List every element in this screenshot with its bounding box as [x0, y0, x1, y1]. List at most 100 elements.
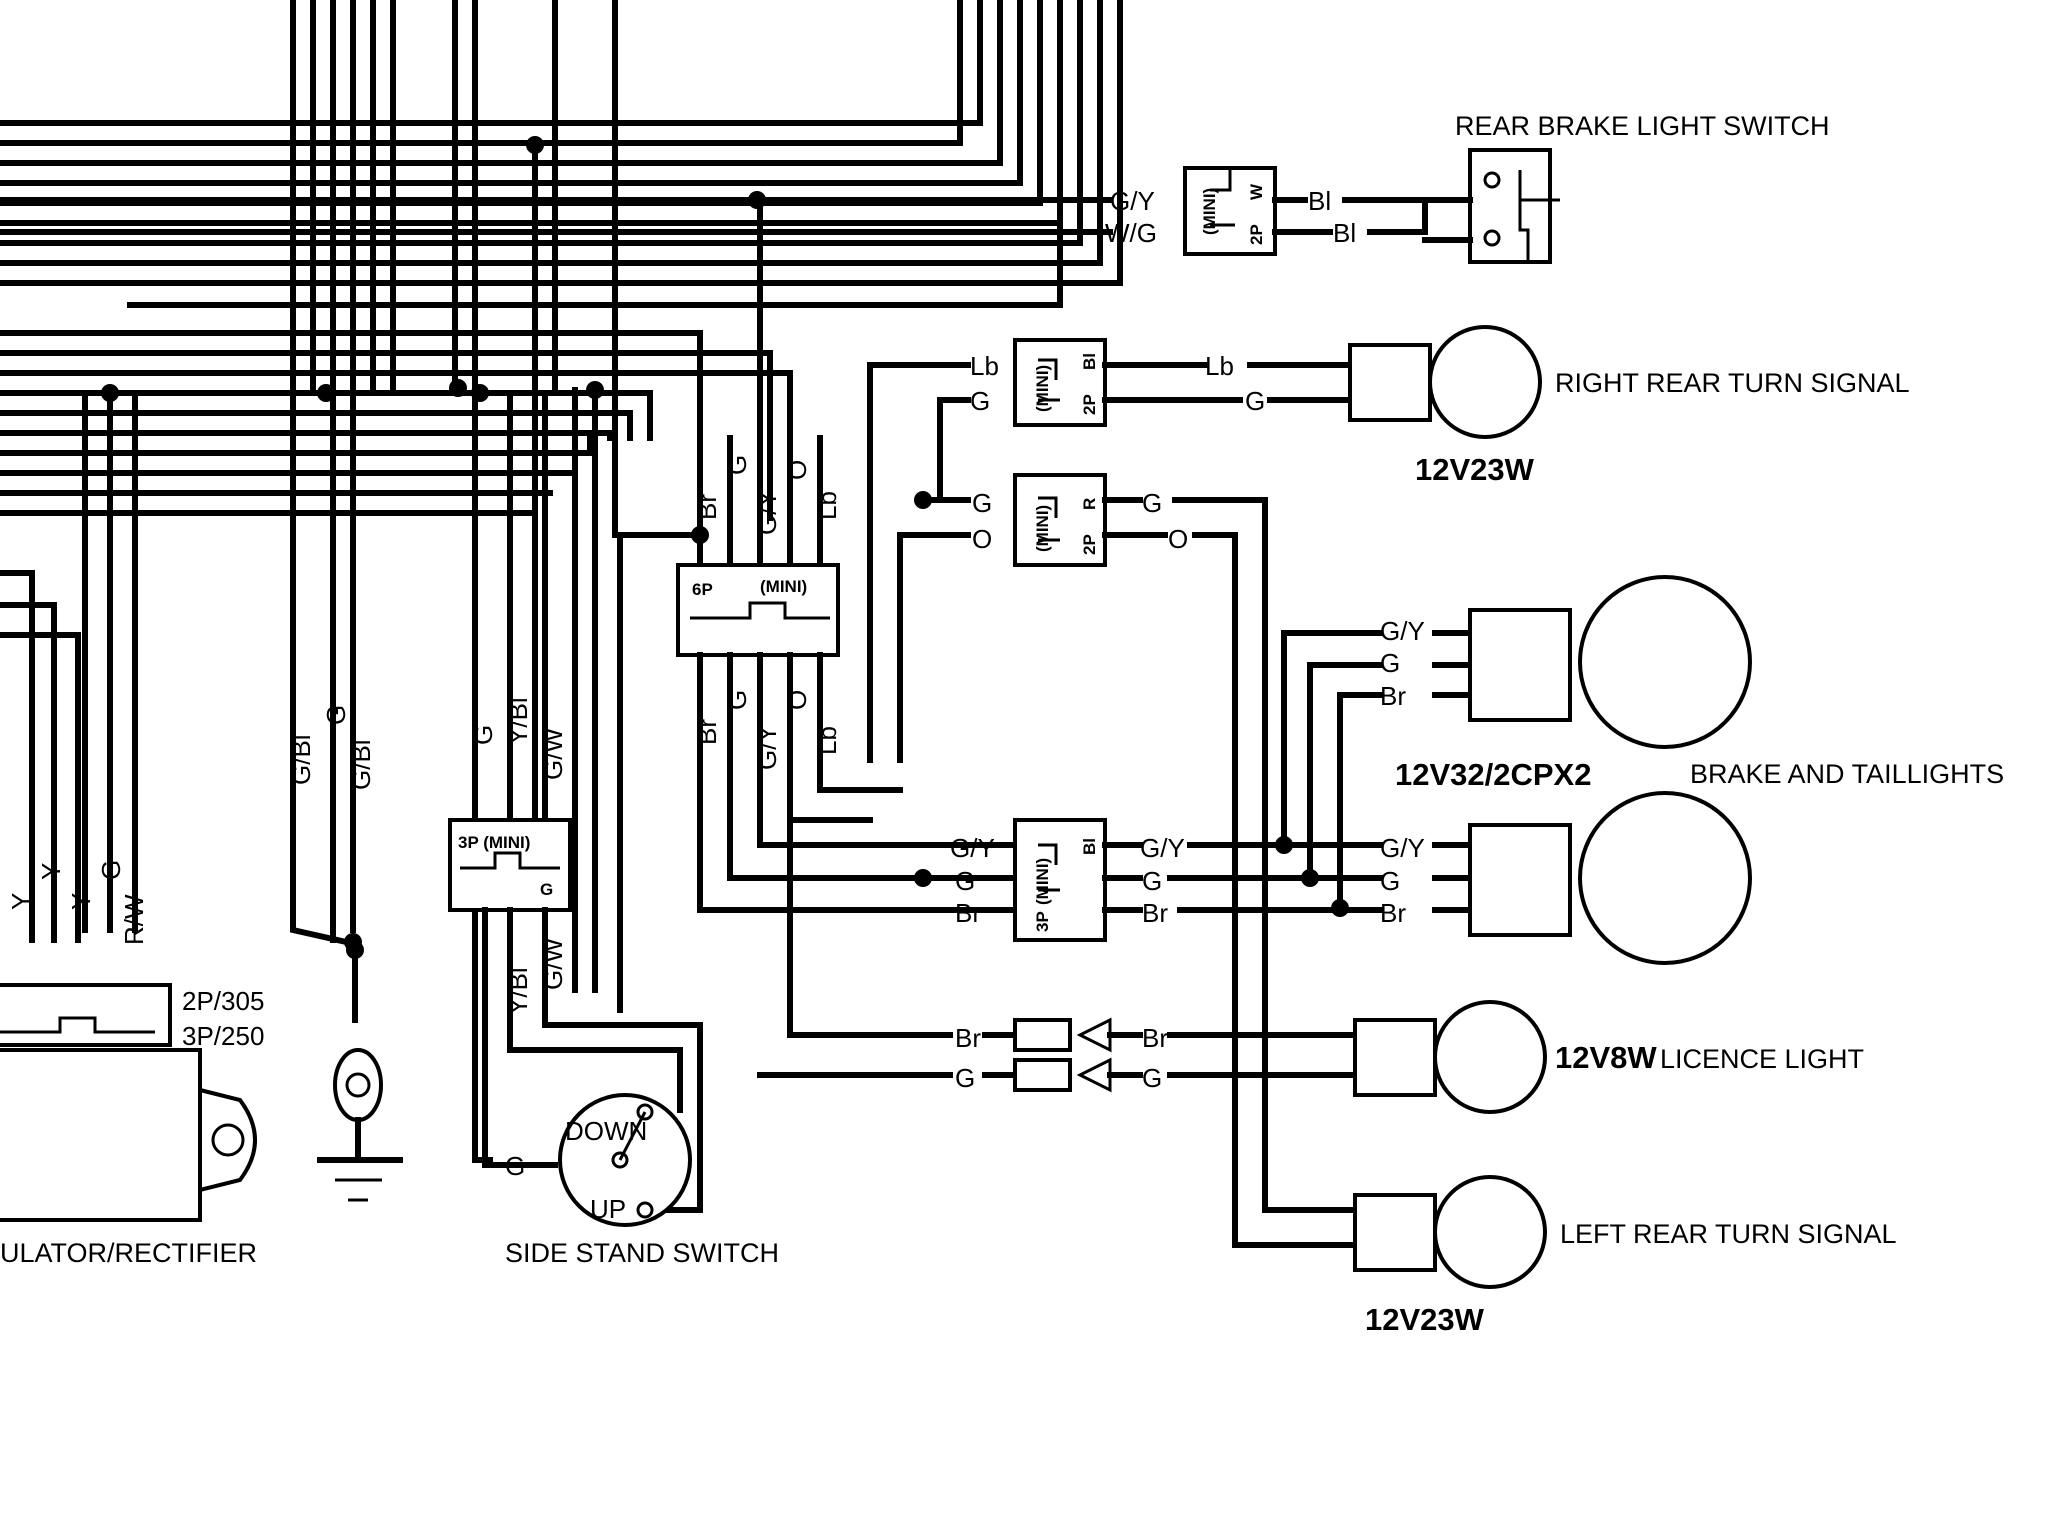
wire-label-g-6p-bot: G	[722, 690, 752, 710]
right-turn-conn-2p: 2P	[1080, 394, 1099, 415]
rear-brake-light-switch	[1468, 148, 1552, 264]
tail-conn-mini: (MINI)	[1033, 858, 1052, 905]
six-pin-connector-group: Br G G/Y O Lb 6P (MINI) Br G G/Y O Lb	[617, 435, 1018, 1013]
right-turn-socket	[1348, 343, 1432, 422]
wire-label-g-center-out: G	[1142, 488, 1162, 518]
wire-label-gy: G/Y	[1110, 186, 1155, 216]
tail-conn-3p: 3P	[1033, 911, 1052, 932]
wire-label-g-3p-in: G	[955, 866, 975, 896]
ground-eyelet	[333, 1048, 383, 1122]
right-turn-connector	[1013, 338, 1107, 427]
wire-label-br-upper: Br	[1380, 681, 1406, 711]
wire-label-lb-6p-bot: Lb	[812, 726, 842, 755]
left-rear-turn-signal-bulb	[1433, 1175, 1547, 1289]
main-harness	[0, 0, 1123, 1163]
wire-label-o-center-out: O	[1168, 524, 1188, 554]
regulator-rectifier-label: ULATOR/RECTIFIER	[0, 1238, 257, 1268]
wire-label-br-6p-top: Br	[692, 494, 722, 520]
wire-label-g-reg: G	[96, 860, 126, 880]
wire-label-y-1: Y	[6, 893, 36, 910]
right-rear-turn-signal-bulb	[1428, 325, 1542, 439]
wire-label-lb-6p-top: Lb	[812, 491, 842, 520]
center-conn-r: R	[1080, 498, 1099, 510]
rear-brake-light-switch-group: (MINI) 2P W G/Y W/G Bl Bl REAR BRAKE LIG…	[1105, 111, 1830, 264]
wire-label-ybl-ss-bot: Y/Bl	[503, 967, 533, 1015]
wire-label-gy-lower: G/Y	[1380, 833, 1425, 863]
side-stand-switch-group: G Y/Bl G/W 3P (MINI) G Y/Bl G/W G DOWN U…	[448, 390, 779, 1268]
brake-switch-conn-2p: 2P	[1247, 224, 1266, 245]
rear-brake-light-switch-label: REAR BRAKE LIGHT SWITCH	[1455, 111, 1830, 141]
brake-taillight-rating: 12V32/2CPX2	[1395, 757, 1591, 792]
wire-label-bl-top: Bl	[1308, 186, 1331, 216]
center-connector-group: G O (MINI) 2P R G O	[897, 473, 1353, 1248]
right-rear-turn-signal-label: RIGHT REAR TURN SIGNAL	[1555, 368, 1910, 398]
wire-label-g-center: G	[972, 488, 992, 518]
reg-conn-3p-label: 3P/250	[182, 1021, 264, 1051]
wire-label-g-6p-top: G	[722, 455, 752, 475]
licence-light-bulb	[1433, 1000, 1547, 1114]
wire-label-bl-bottom: Bl	[1333, 218, 1356, 248]
licence-fuse-1	[1013, 1018, 1072, 1052]
wire-label-br-lic-out: Br	[1142, 1023, 1168, 1053]
center-conn-mini: (MINI)	[1033, 505, 1052, 552]
wire-label-gy-upper: G/Y	[1380, 616, 1425, 646]
tail-3p-connector	[1013, 818, 1107, 942]
side-stand-switch-label: SIDE STAND SWITCH	[505, 1238, 779, 1268]
wire-label-wg: W/G	[1105, 218, 1157, 248]
licence-light-group: Br G Br G 12V8W LICENCE LIGHT	[757, 817, 1864, 1114]
wire-label-br-3p-in: Br	[955, 898, 981, 928]
center-conn-2p: 2P	[1080, 534, 1099, 555]
center-connector	[1013, 473, 1107, 567]
right-turn-conn-bl: Bl	[1080, 353, 1099, 370]
wire-label-br-3p-out: Br	[1142, 898, 1168, 928]
wire-label-y-3: Y	[66, 893, 96, 910]
wire-label-g-ss-bot: G	[505, 1151, 525, 1181]
wire-label-gy-6p-top: G/Y	[752, 490, 782, 535]
brake-and-taillights-label: BRAKE AND TAILLIGHTS	[1690, 759, 2004, 789]
side-stand-switch	[558, 1093, 692, 1227]
wire-label-g-ss-top: G	[468, 725, 498, 745]
six-pin-size: 6P	[692, 580, 713, 599]
ground-group: G/Bl G G/Bl	[286, 705, 403, 1202]
licence-light-label: LICENCE LIGHT	[1660, 1044, 1864, 1074]
regulator-rectifier-body	[0, 1048, 202, 1222]
wire-label-lb-2: Lb	[1205, 351, 1234, 381]
wire-label-g-1: G	[970, 386, 990, 416]
tail-conn-bl: Bl	[1080, 838, 1099, 855]
wire-label-rw: R/W	[119, 894, 149, 945]
wire-label-o-6p-top: O	[782, 460, 812, 480]
regulator-rectifier-group: Y Y Y G R/W 2P/305 3P/250 ULATOR/RECTIFI…	[0, 860, 264, 1268]
six-pin-type: (MINI)	[760, 577, 807, 596]
right-turn-conn-mini: (MINI)	[1033, 365, 1052, 412]
right-turn-rating: 12V23W	[1415, 452, 1535, 487]
wire-label-gw-ss-bot: G/W	[538, 938, 568, 990]
licence-light-socket	[1353, 1018, 1437, 1097]
wire-label-gbl-1: G/Bl	[286, 734, 316, 785]
wire-label-y-2: Y	[36, 863, 66, 880]
switch-down-label: DOWN	[565, 1116, 647, 1146]
licence-fuse-2	[1013, 1058, 1072, 1092]
brake-taillights-group: G/Y G Br G/Y G Br 12V32/2CPX2 BRAKE AND …	[1281, 575, 2004, 965]
upper-taillight-socket	[1468, 608, 1572, 722]
left-rear-turn-signal-label: LEFT REAR TURN SIGNAL	[1560, 1219, 1897, 1249]
wire-label-g-lic-out: G	[1142, 1063, 1162, 1093]
wire-label-o-center: O	[972, 524, 992, 554]
wire-label-br-lic-in: Br	[955, 1023, 981, 1053]
side-stand-conn-color: G	[540, 880, 553, 899]
wire-label-g-ground: G	[321, 705, 351, 725]
left-rear-turn-signal-group: LEFT REAR TURN SIGNAL 12V23W	[1353, 1175, 1897, 1337]
wire-label-lb-1: Lb	[970, 351, 999, 381]
side-stand-3p-connector	[448, 818, 572, 912]
wire-label-gw-ss-top: G/W	[538, 728, 568, 780]
wire-label-g-3p-out: G	[1142, 866, 1162, 896]
upper-taillight-bulb	[1578, 575, 1752, 749]
reg-conn-2p-label: 2P/305	[182, 986, 264, 1016]
brake-switch-conn-mini: (MINI)	[1200, 188, 1219, 235]
tail-connector-group: G/Y G Br (MINI) 3P Bl G/Y G Br	[950, 818, 1383, 942]
switch-up-label: UP	[590, 1194, 626, 1224]
lower-taillight-socket	[1468, 823, 1572, 937]
wire-label-g-upper: G	[1380, 648, 1400, 678]
wire-label-g-2: G	[1245, 386, 1265, 416]
wire-label-gy-6p-bot: G/Y	[752, 725, 782, 770]
wire-label-gy-3p-out: G/Y	[1140, 833, 1185, 863]
